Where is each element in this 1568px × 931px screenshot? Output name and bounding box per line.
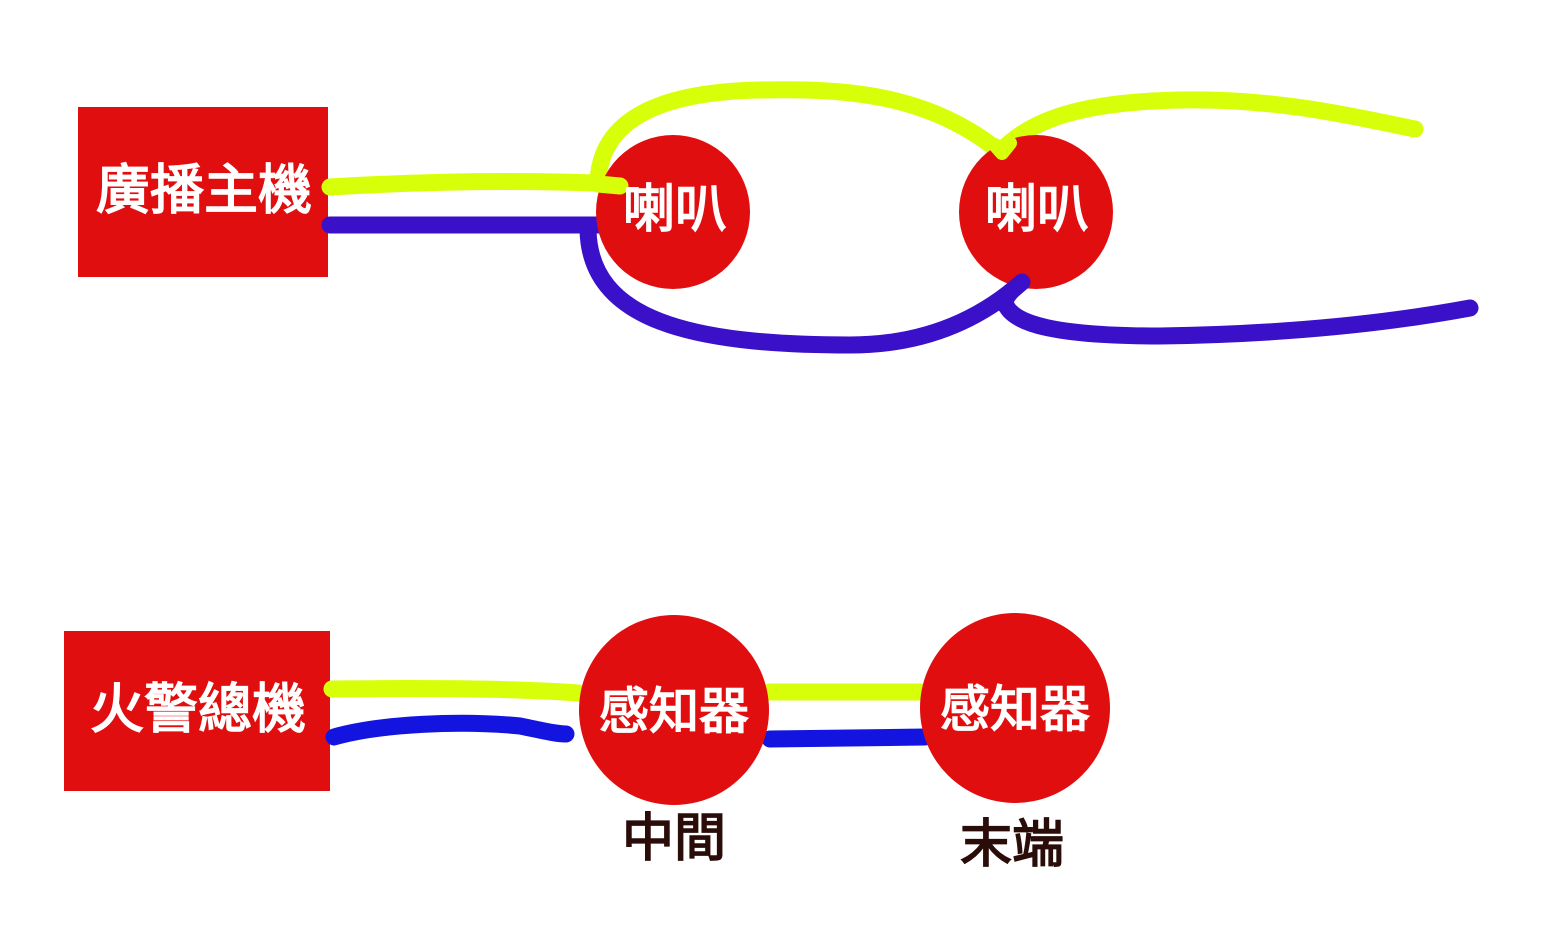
fire-alarm-wire-yellow-1: [323, 679, 587, 702]
fire-alarm-host-box: [64, 631, 330, 791]
broadcast-wire-purple: [321, 216, 1479, 354]
speaker-1-circle: [596, 135, 750, 289]
speaker-1-label: 喇叭: [623, 180, 727, 240]
detector-1-caption: 中間: [622, 809, 726, 869]
broadcast-wire-yellow-end: [589, 175, 629, 195]
detector-2-label: 感知器: [940, 681, 1091, 739]
fire-alarm-wire-blue-2: [761, 728, 934, 748]
broadcast-wire-purple-junction: [995, 273, 1031, 313]
broadcast-system: 廣播主機 喇叭 喇叭: [78, 81, 1479, 354]
broadcast-wire-yellow-junction: [988, 136, 1017, 160]
fire-alarm-host-label: 火警總機: [90, 678, 306, 741]
broadcast-host-box: [78, 107, 328, 277]
detector-2-caption: 末端: [960, 815, 1064, 875]
detector-1-circle: [579, 615, 769, 805]
fire-alarm-wire-blue-1: [325, 714, 575, 746]
detector-2-circle: [920, 613, 1110, 803]
fire-alarm-system: 火警總機 感知器 感知器 中間 末端: [64, 613, 1110, 875]
broadcast-wire-yellow: [321, 81, 1424, 196]
detector-1-label: 感知器: [599, 683, 750, 741]
broadcast-host-label: 廣播主機: [96, 159, 312, 222]
speaker-2-circle: [959, 135, 1113, 289]
speaker-2-label: 喇叭: [985, 180, 1089, 240]
